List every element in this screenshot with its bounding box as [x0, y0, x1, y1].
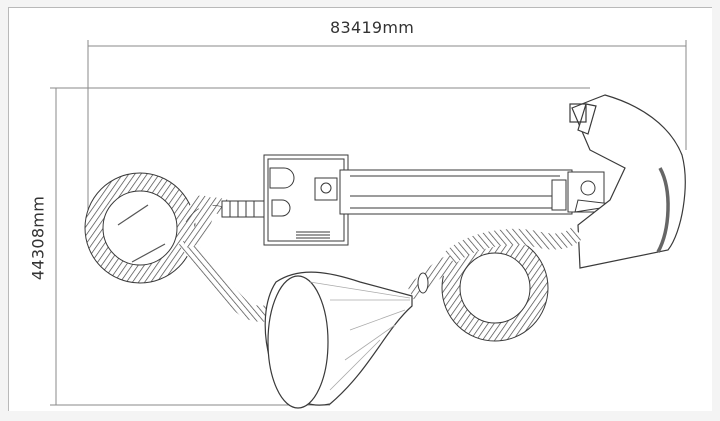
suction-head: [569, 94, 686, 269]
telescopic-arm: [339, 169, 621, 215]
lower-hose: [178, 195, 275, 322]
head-hose: [444, 226, 584, 265]
height-dimension: [50, 87, 590, 406]
cone-hose: [406, 254, 456, 300]
height-dimension-label: 44308mm: [28, 195, 48, 281]
collection-cone: [264, 271, 413, 409]
width-dimension-label: 83419mm: [330, 18, 415, 37]
left-hose-coil: [84, 172, 196, 284]
filter-unit: [263, 154, 349, 246]
width-dimension: [87, 40, 687, 220]
